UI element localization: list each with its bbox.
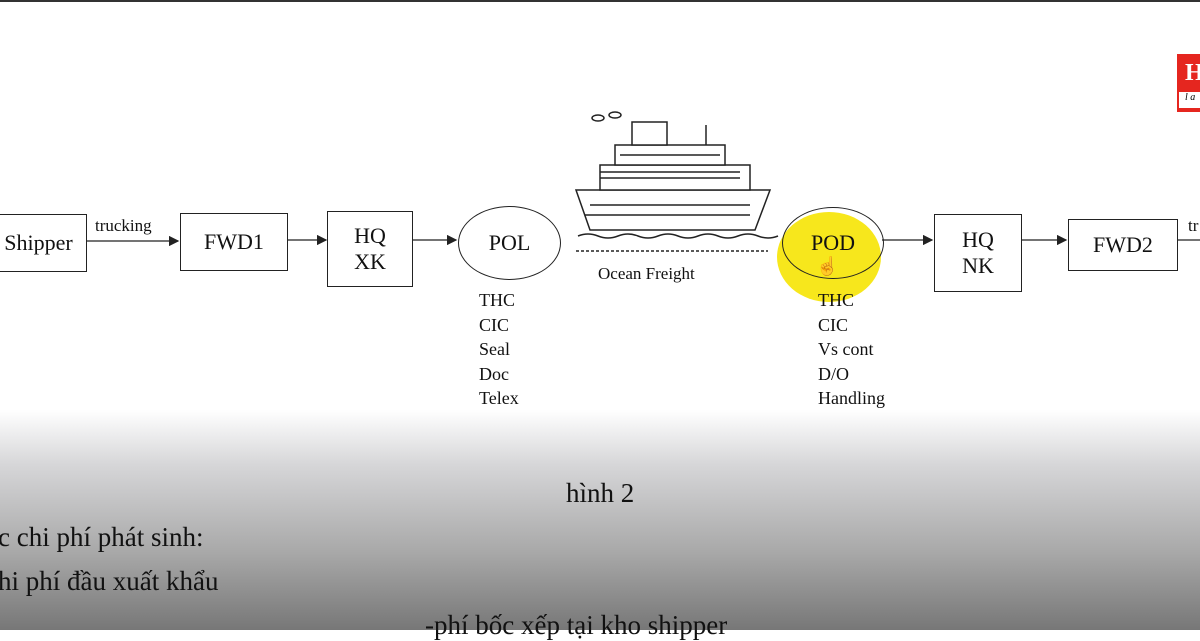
node-fwd2: FWD2 <box>1068 219 1178 271</box>
figure-caption: hình 2 <box>566 478 635 508</box>
shipper-label: Shipper <box>4 230 73 255</box>
fwd1-label: FWD1 <box>204 229 264 254</box>
trucking-label: trucking <box>95 216 152 235</box>
charge-item: Handling <box>818 388 885 408</box>
body-line-1: c chi phí phát sinh: <box>0 522 204 552</box>
hand-cursor-icon: ☝ <box>816 256 839 276</box>
charge-item: Doc <box>479 363 509 384</box>
node-pod: POD <box>782 207 884 279</box>
xk-label: XK <box>354 249 386 274</box>
charge-item: THC <box>479 290 515 310</box>
charge-item: Vs cont <box>818 339 874 359</box>
ocean-freight-label: Ocean Freight <box>598 264 695 283</box>
trucking-right-label: tr <box>1188 216 1199 235</box>
charge-item: CIC <box>479 314 510 335</box>
ship-icon <box>574 111 779 239</box>
charge-item: Telex <box>479 388 519 408</box>
bottom-shade <box>0 410 1200 630</box>
pol-label: POL <box>488 230 531 255</box>
charge-item: Seal <box>479 339 510 359</box>
charge-item: CIC <box>818 314 849 335</box>
pod-label: POD <box>810 230 855 255</box>
body-line-2: hi phí đầu xuất khẩu <box>0 566 219 596</box>
node-fwd1: FWD1 <box>180 213 288 271</box>
pod-charges: THC CIC Vs cont D/O Handling <box>818 288 885 411</box>
hq-label: HQ <box>354 223 386 248</box>
nk-label: NK <box>962 253 994 278</box>
node-pol: POL <box>458 206 561 280</box>
top-border <box>0 0 1200 2</box>
logo-letter: H <box>1185 60 1200 86</box>
hq-label: HQ <box>962 227 994 252</box>
charge-item: D/O <box>818 363 849 384</box>
node-shipper: Shipper <box>0 214 87 272</box>
pol-charges: THC CIC Seal Doc Telex <box>479 288 519 411</box>
body-line-3: -phí bốc xếp tại kho shipper <box>425 610 728 640</box>
charge-item: THC <box>818 290 854 310</box>
logo-sub: l a <box>1179 92 1200 108</box>
fwd2-label: FWD2 <box>1093 232 1153 257</box>
